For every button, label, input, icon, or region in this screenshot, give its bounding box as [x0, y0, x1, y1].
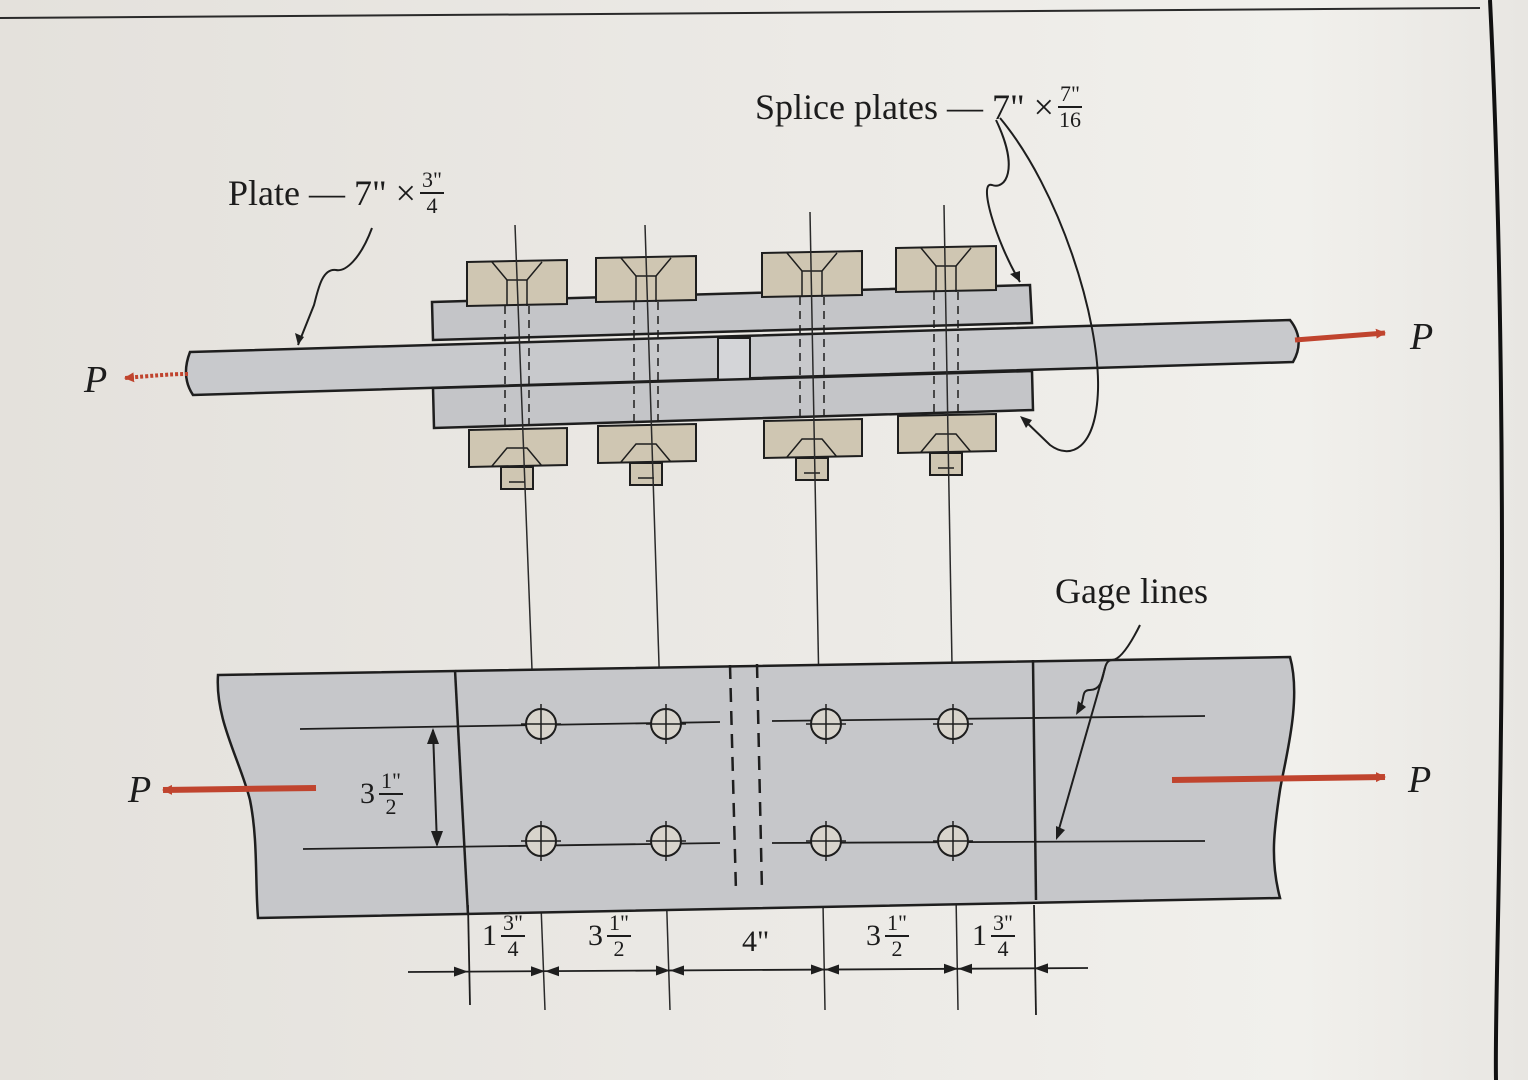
gage-line-upper-right: [771, 715, 1206, 722]
plate-frac-num: 3": [419, 166, 444, 194]
gage-spacing-num: 1": [379, 768, 403, 795]
gage-lines-label: Gage lines: [1055, 571, 1208, 611]
dimension-arrowhead: [545, 966, 559, 977]
joint-line-left: [728, 664, 738, 893]
dimension-arrowhead: [825, 964, 839, 975]
load-label-right-bottom: P: [1408, 759, 1432, 801]
page-top-rule: [0, 7, 1481, 19]
bottom-splice-plate: [431, 369, 1035, 430]
bolt-hole: [806, 821, 846, 861]
dimension-arrowhead: [670, 965, 684, 976]
dimension-arrowhead: [656, 965, 670, 976]
joint-line-right: [755, 663, 764, 893]
bolts: [466, 244, 997, 490]
plate-label-fraction: 3"4: [419, 166, 444, 218]
bolt-hole: [933, 821, 973, 861]
bolt: [895, 244, 997, 476]
bolt-holes: [521, 704, 973, 861]
dim-4-den: 2: [891, 936, 903, 961]
splice-label-text: Splice plates — 7" ×: [755, 86, 1054, 127]
plate-label: Plate — 7" ×3"4: [228, 168, 444, 217]
gage-line-lower-right: [771, 840, 1206, 844]
dimension-arrowhead: [1034, 963, 1048, 974]
elevation-view: [124, 117, 1386, 490]
gage-dimension-line: [432, 729, 438, 846]
bolt-hole: [933, 704, 973, 744]
dim-2-num: 1": [607, 910, 631, 937]
dim-4-whole: 3: [866, 919, 881, 952]
bolt-hole: [521, 704, 561, 744]
dim-5-num: 3": [991, 910, 1015, 937]
dimension-arrowhead: [454, 966, 468, 977]
dimension-chain: [407, 904, 1089, 1016]
dim-5-whole: 1: [972, 919, 987, 952]
load-label-right-top: P: [1410, 316, 1434, 358]
dim-1-frac: 3"4: [501, 912, 525, 960]
bolt: [761, 249, 863, 481]
gage-spacing-den: 2: [385, 794, 397, 819]
splice-label: Splice plates — 7" ×7"16: [755, 82, 1082, 131]
dim-label-3: 4": [742, 925, 770, 958]
bolt-head: [761, 249, 863, 299]
bolt-hole: [521, 821, 561, 861]
load-arrow-left-bottom: [162, 784, 317, 795]
plate-leader: [297, 227, 373, 346]
plan-view: [162, 624, 1386, 920]
gage-spacing-frac: 1"2: [379, 770, 403, 818]
splice-leader-top: [985, 119, 1021, 283]
page-edge: [1488, 0, 1504, 1080]
splice-frac-num: 7": [1057, 80, 1082, 108]
plate-label-text: Plate — 7" ×: [228, 172, 416, 213]
splice-leader-bottom: [999, 117, 1100, 453]
dim-2-den: 2: [613, 936, 625, 961]
load-arrow-right-top: [1294, 328, 1386, 343]
load-arrow-left-top: [124, 372, 189, 383]
dim-5-frac: 3"4: [991, 912, 1015, 960]
dimension-arrows: [454, 963, 1048, 977]
dim-5-den: 4: [997, 936, 1009, 961]
dimension-arrowhead: [944, 963, 958, 974]
splice-label-fraction: 7"16: [1057, 80, 1082, 132]
dim-2-frac: 1"2: [607, 912, 631, 960]
gage-line-upper-left: [299, 721, 721, 730]
splice-frac-den: 16: [1058, 106, 1081, 132]
load-label-left-bottom: P: [128, 769, 152, 811]
dimension-arrowhead: [531, 966, 545, 977]
bolt-hole: [646, 821, 686, 861]
bolt-head: [895, 244, 997, 294]
dim-1-whole: 1: [482, 919, 497, 952]
dim-1-num: 3": [501, 910, 525, 937]
plan-plate: [216, 655, 1296, 920]
dimension-arrowhead: [811, 964, 825, 975]
dim-2-whole: 3: [588, 919, 603, 952]
load-arrow-right-bottom: [1171, 772, 1386, 783]
plate-joint: [717, 337, 751, 381]
load-label-left-top: P: [84, 359, 108, 401]
bolt-hole: [646, 704, 686, 744]
dim-1-den: 4: [507, 936, 519, 961]
bolt-hole: [806, 704, 846, 744]
gage-spacing-whole: 3: [360, 777, 375, 810]
dim-4-num: 1": [885, 910, 909, 937]
plate-frac-den: 4: [426, 192, 438, 218]
dim-4-frac: 1"2: [885, 912, 909, 960]
dimension-arrowhead: [958, 963, 972, 974]
